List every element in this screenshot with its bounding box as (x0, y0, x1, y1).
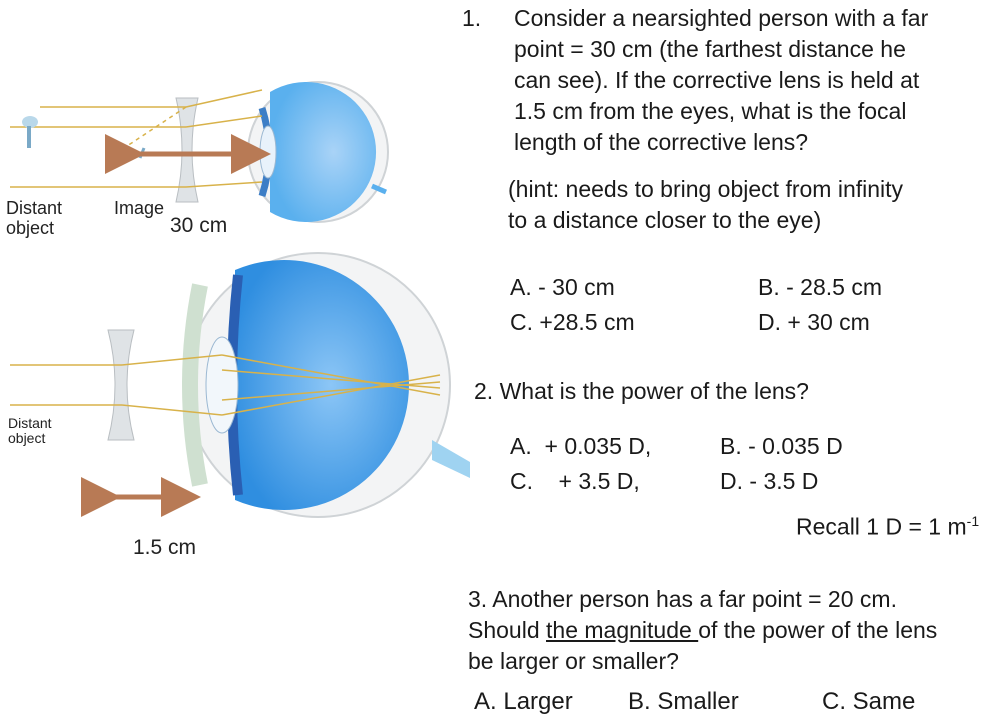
eye-lens-large (205, 336, 239, 434)
ray (185, 181, 263, 188)
ray (221, 374, 441, 416)
ray (221, 354, 441, 396)
eyeball-inner-large (235, 260, 409, 510)
label-distant-object-bottom: Distant object (8, 416, 52, 446)
label-line: object (8, 430, 46, 446)
q2-option-a[interactable]: A. + 0.035 D, (510, 433, 652, 459)
q3-option-a[interactable]: A. Larger (474, 688, 573, 715)
label-1-5cm: 1.5 cm (133, 536, 197, 559)
q1-hint-line: (hint: needs to bring object from infini… (508, 176, 904, 202)
q2-text: 2. What is the power of the lens? (474, 378, 809, 404)
q3-option-c[interactable]: C. Same (822, 688, 916, 715)
q2-option-b[interactable]: B. - 0.035 D (720, 433, 843, 459)
q3-line2-post: of the power of the lens (698, 617, 938, 643)
q1-line: can see). If the corrective lens is held… (514, 67, 920, 93)
q1-option-a[interactable]: A. - 30 cm (510, 274, 615, 300)
label-30cm: 30 cm (170, 214, 228, 237)
q1-option-c[interactable]: C. +28.5 cm (510, 309, 635, 335)
q1-hint: (hint: needs to bring object from infini… (508, 174, 998, 236)
label-line: Distant (6, 198, 63, 218)
ray (121, 404, 223, 416)
q1-option-b[interactable]: B. - 28.5 cm (758, 274, 882, 300)
q2-option-c[interactable]: C. + 3.5 D, (510, 468, 640, 494)
q3-text: 3. Another person has a far point = 20 c… (468, 584, 998, 677)
ray (121, 354, 223, 366)
concave-lens-large (107, 329, 135, 441)
label-distant-object-top: Distant object (6, 198, 62, 238)
q3-line: be larger or smaller? (468, 648, 679, 674)
cornea-large (182, 283, 208, 487)
q3-underlined: the magnitude (546, 617, 699, 643)
recall-text: Recall 1 D = 1 m (796, 513, 967, 540)
q2-recall: Recall 1 D = 1 m-1 (796, 506, 979, 543)
optic-nerve-large (432, 440, 470, 478)
ray (185, 115, 263, 128)
q3-line: Should the magnitude of the power of the… (468, 615, 998, 646)
q1-line: point = 30 cm (the farthest distance he (514, 36, 906, 62)
label-line: object (6, 218, 55, 238)
diagram-top-svg (10, 81, 389, 223)
q1-line: 1.5 cm from the eyes, what is the focal (514, 98, 907, 124)
q3-line2-pre: Should (468, 617, 547, 643)
ray (221, 381, 441, 401)
q3-line: 3. Another person has a far point = 20 c… (468, 586, 897, 612)
object-top (22, 116, 38, 128)
eyeball-inner (270, 82, 377, 223)
label-line: Distant (8, 415, 52, 431)
label-image: Image (114, 198, 165, 218)
q1-line: Consider a nearsighted person with a far (514, 5, 929, 31)
recall-exponent: -1 (966, 513, 980, 529)
q1-number: 1. (462, 5, 482, 31)
q1-line: length of the corrective lens? (514, 129, 809, 155)
q1-text: Consider a nearsighted person with a far… (514, 3, 994, 158)
ray (185, 89, 263, 108)
q1-option-d[interactable]: D. + 30 cm (758, 309, 870, 335)
q1-hint-line: to a distance closer to the eye) (508, 207, 822, 233)
optic-nerve (371, 183, 387, 195)
q3-option-b[interactable]: B. Smaller (628, 688, 739, 715)
q2-option-d[interactable]: D. - 3.5 D (720, 468, 819, 494)
diagram-bottom-svg (10, 252, 470, 518)
object-stem (27, 126, 31, 148)
